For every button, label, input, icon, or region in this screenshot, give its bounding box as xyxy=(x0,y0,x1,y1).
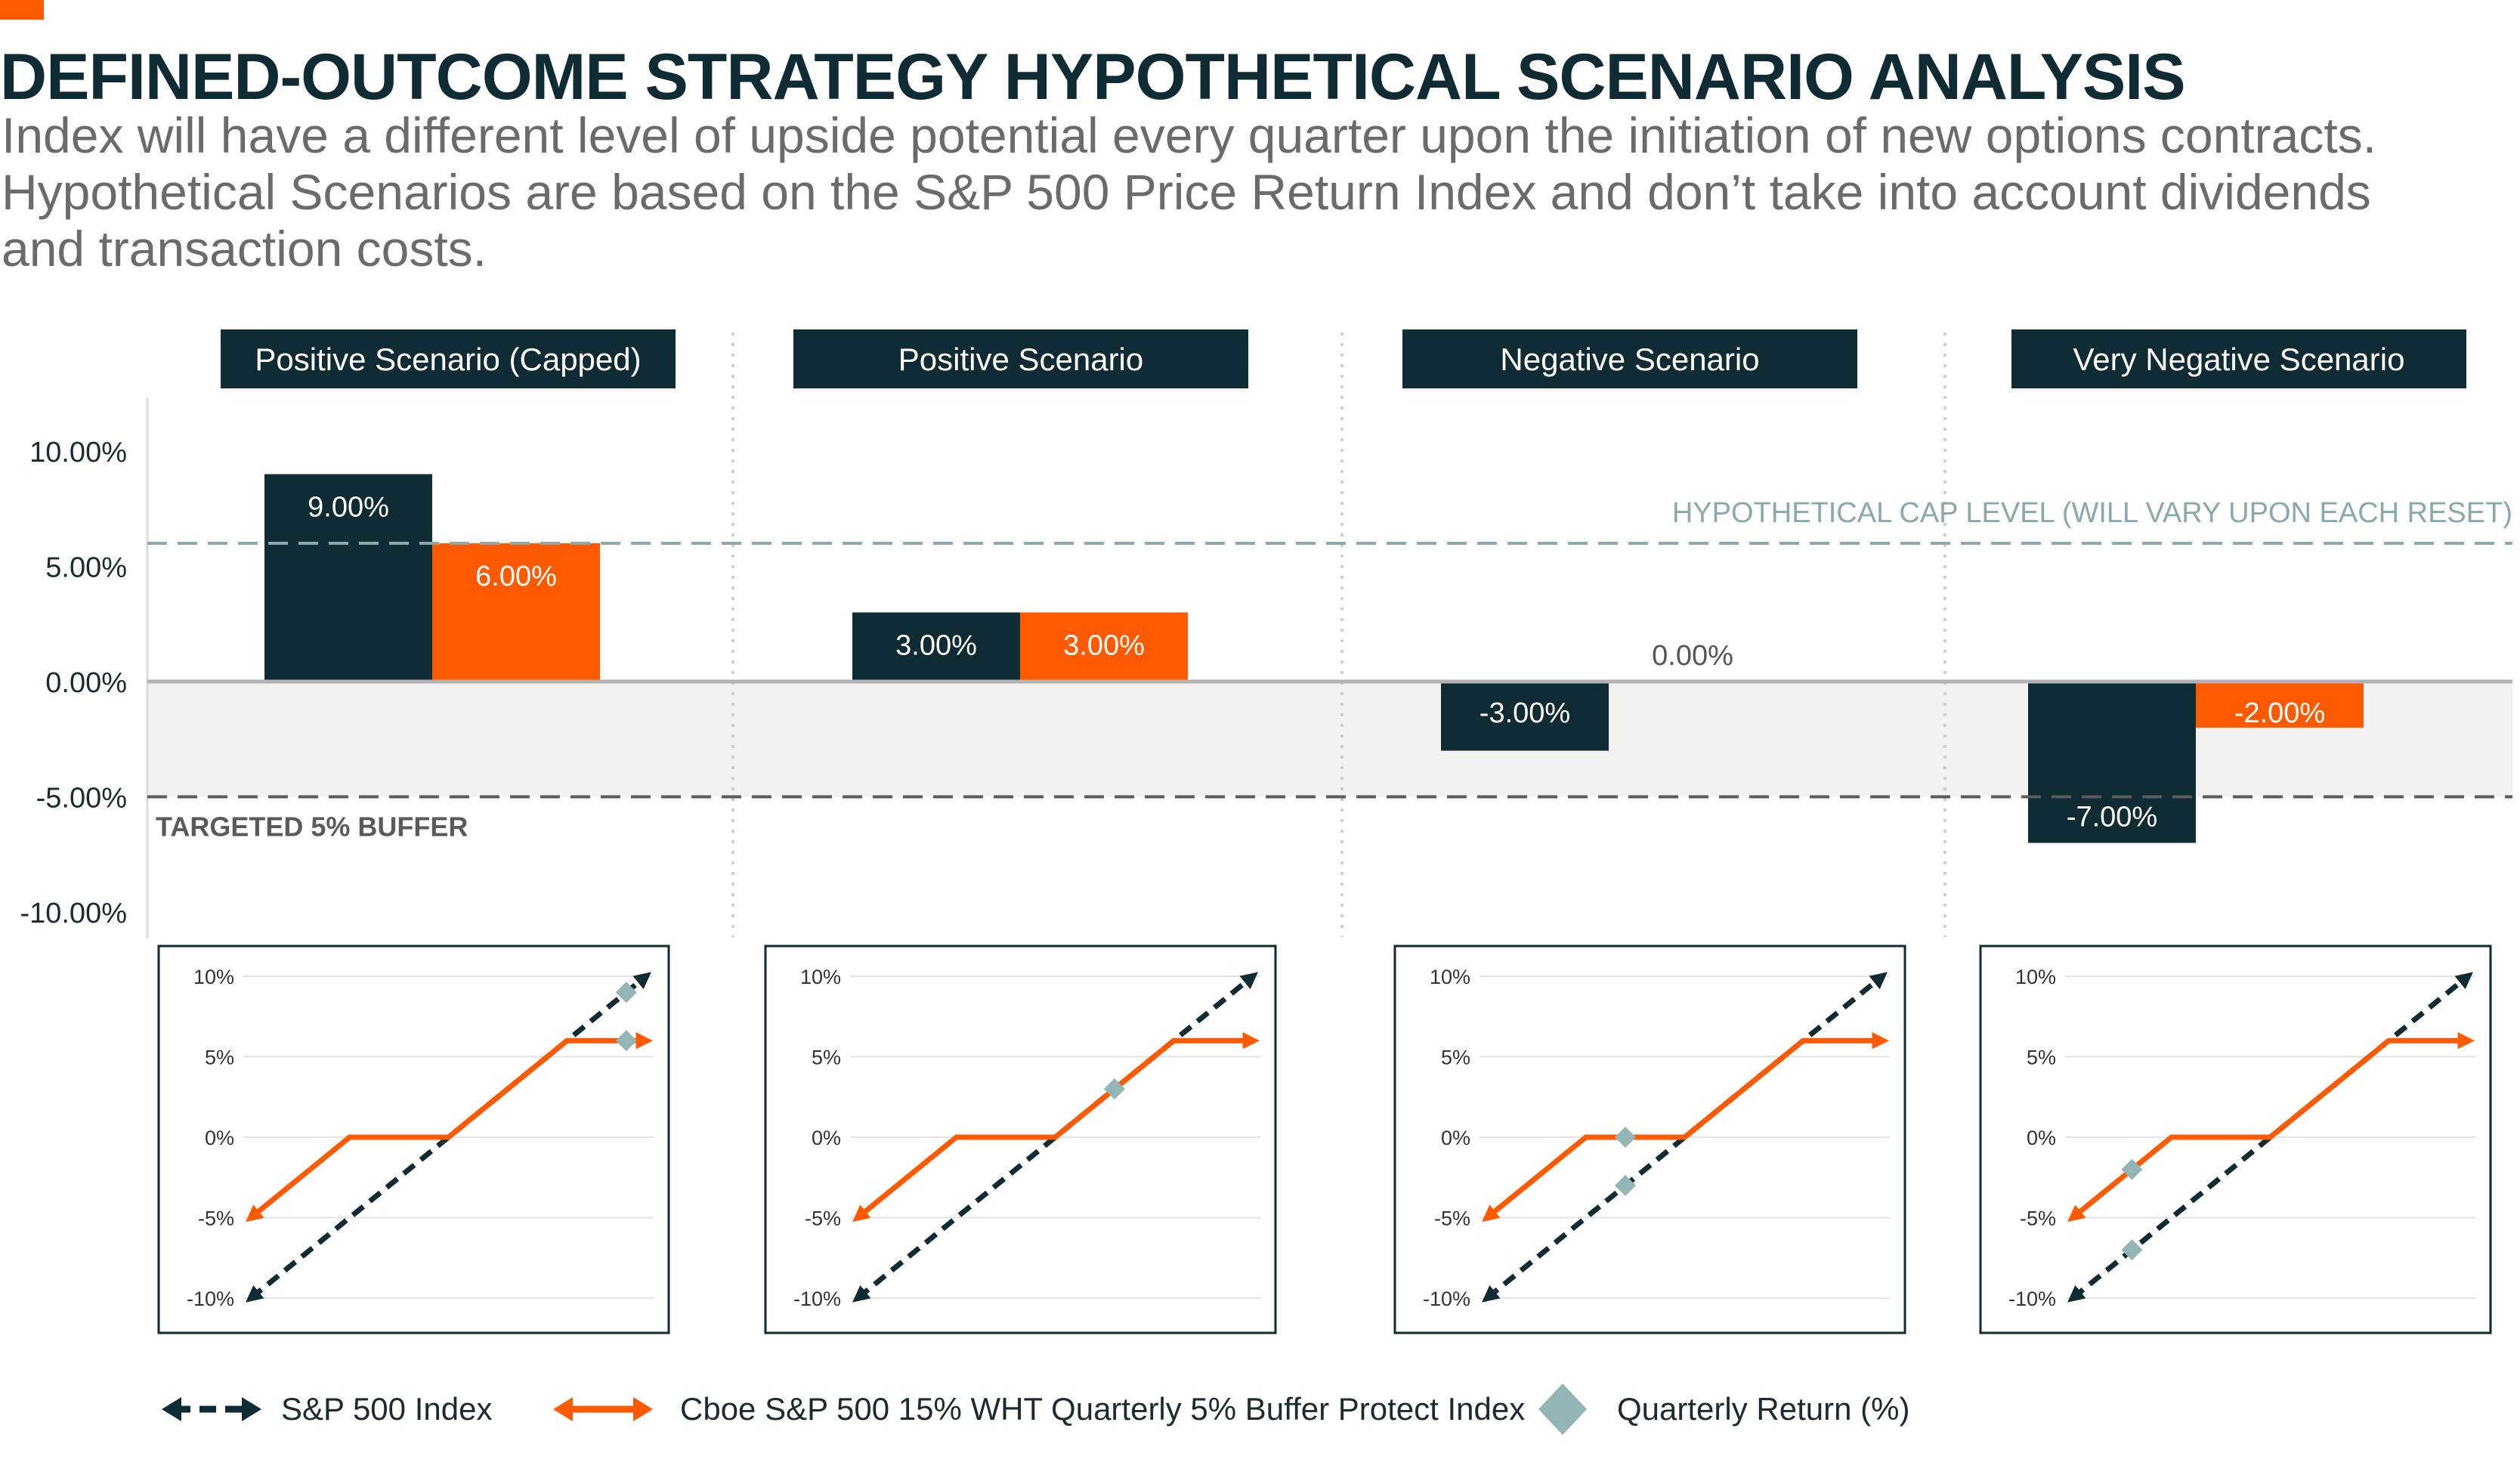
bar-data-label: 6.00% xyxy=(475,561,557,592)
diamond-icon xyxy=(1538,1384,1587,1435)
solid-arrow-icon xyxy=(553,1397,653,1421)
payoff-y-tick-label: 5% xyxy=(1441,1047,1470,1069)
scenario-header xyxy=(2011,329,2466,388)
bar xyxy=(432,543,600,682)
payoff-y-tick-label: 10% xyxy=(1430,966,1470,988)
payoff-y-tick-label: 0% xyxy=(1441,1127,1470,1149)
sp500-payoff-line xyxy=(1482,972,1888,1303)
quarterly-return-marker xyxy=(615,982,637,1003)
page-title: DEFINED-OUTCOME STRATEGY HYPOTHETICAL SC… xyxy=(0,41,2186,113)
scenario-header xyxy=(1402,329,1857,388)
sp500-payoff-line xyxy=(2067,972,2473,1303)
subtitle-line: and transaction costs. xyxy=(2,221,487,277)
legend-sp500: S&P 500 Index xyxy=(159,1375,492,1443)
scenario-header-label: Very Negative Scenario xyxy=(2073,342,2405,377)
payoff-y-tick-label: 0% xyxy=(2027,1127,2056,1149)
buffer-index-payoff-line xyxy=(246,1031,653,1223)
sp500-payoff-line xyxy=(852,972,1258,1303)
legend-sp500-label: S&P 500 Index xyxy=(281,1391,493,1427)
dashed-arrow-icon xyxy=(162,1397,261,1421)
scenario-header-label: Negative Scenario xyxy=(1500,342,1759,377)
y-tick-label: 5.00% xyxy=(45,552,127,584)
payoff-y-tick-label: -10% xyxy=(2008,1288,2056,1310)
quarterly-return-marker xyxy=(2121,1239,2143,1261)
quarterly-return-marker xyxy=(1615,1174,1637,1196)
payoff-y-tick-label: -10% xyxy=(1423,1288,1470,1310)
payoff-y-tick-label: -10% xyxy=(187,1288,234,1310)
bar-data-label: -7.00% xyxy=(2067,802,2157,833)
bar xyxy=(1020,612,1188,682)
payoff-y-tick-label: -10% xyxy=(793,1288,841,1310)
payoff-y-tick-label: -5% xyxy=(805,1207,841,1230)
bar xyxy=(2028,682,2196,843)
scenario-header-label: Positive Scenario xyxy=(898,342,1144,377)
payoff-y-tick-label: 5% xyxy=(205,1047,234,1069)
bar-data-label: 0.00% xyxy=(1652,640,1733,672)
bar-data-label: -3.00% xyxy=(1480,697,1570,729)
bar xyxy=(852,612,1020,682)
payoff-y-tick-label: 10% xyxy=(800,966,841,988)
payoff-chart: 10% 5% 0% -5% -10% xyxy=(1979,945,2492,1334)
payoff-y-tick-label: 10% xyxy=(193,966,234,988)
buffer-index-payoff-line xyxy=(852,1031,1260,1223)
y-tick-label: -5.00% xyxy=(36,783,127,815)
buffer-index-payoff-line xyxy=(2067,1031,2475,1223)
quarterly-return-marker xyxy=(2121,1158,2143,1180)
payoff-y-tick-label: 5% xyxy=(812,1047,841,1069)
bar-data-label: 3.00% xyxy=(895,630,977,662)
legend-quarterly-return: Quarterly Return (%) xyxy=(1532,1375,1909,1443)
bar xyxy=(264,474,432,682)
payoff-y-tick-label: -5% xyxy=(1434,1207,1470,1230)
bar xyxy=(1441,682,1609,751)
payoff-y-tick-label: -5% xyxy=(2020,1207,2056,1230)
scenario-header xyxy=(221,329,676,388)
sp500-payoff-line xyxy=(246,972,651,1303)
legend-buffer-index-label: Cboe S&P 500 15% WHT Quarterly 5% Buffer… xyxy=(680,1391,1526,1427)
accent-bar xyxy=(0,0,44,20)
scenario-header xyxy=(793,329,1248,388)
payoff-y-tick-label: 0% xyxy=(205,1127,234,1149)
cap-level-label: HYPOTHETICAL CAP LEVEL (WILL VARY UPON E… xyxy=(1672,497,2512,529)
y-tick-label: 10.00% xyxy=(29,437,127,468)
y-tick-label: -10.00% xyxy=(20,898,127,929)
buffer-level-label: TARGETED 5% BUFFER xyxy=(156,812,468,843)
scenario-header-label: Positive Scenario (Capped) xyxy=(255,342,641,377)
payoff-y-tick-label: 5% xyxy=(2027,1047,2056,1069)
subtitle-line: Index will have a different level of ups… xyxy=(2,107,2377,163)
y-tick-label: 0.00% xyxy=(45,667,127,699)
bar-data-label: 3.00% xyxy=(1063,630,1145,662)
subtitle-line: Hypothetical Scenarios are based on the … xyxy=(2,164,2371,220)
bar-data-label: -2.00% xyxy=(2234,697,2325,729)
payoff-y-tick-label: -5% xyxy=(198,1207,234,1230)
bar xyxy=(2196,682,2364,728)
buffer-index-payoff-line xyxy=(1482,1031,1889,1223)
payoff-chart: 10% 5% 0% -5% -10% xyxy=(1393,945,1906,1334)
quarterly-return-marker xyxy=(1103,1078,1125,1100)
payoff-chart: 10% 5% 0% -5% -10% xyxy=(764,945,1277,1334)
payoff-chart: 10% 5% 0% -5% -10% xyxy=(157,945,670,1334)
legend-quarterly-return-label: Quarterly Return (%) xyxy=(1617,1391,1910,1427)
quarterly-return-marker xyxy=(615,1030,637,1052)
subtitle: Index will have a different level of ups… xyxy=(2,107,2382,277)
legend-buffer-index: Cboe S&P 500 15% WHT Quarterly 5% Buffer… xyxy=(550,1375,1525,1443)
payoff-y-tick-label: 0% xyxy=(812,1127,841,1149)
payoff-y-tick-label: 10% xyxy=(2015,966,2056,988)
quarterly-return-marker xyxy=(1615,1127,1637,1148)
bar-data-label: 9.00% xyxy=(308,492,389,524)
